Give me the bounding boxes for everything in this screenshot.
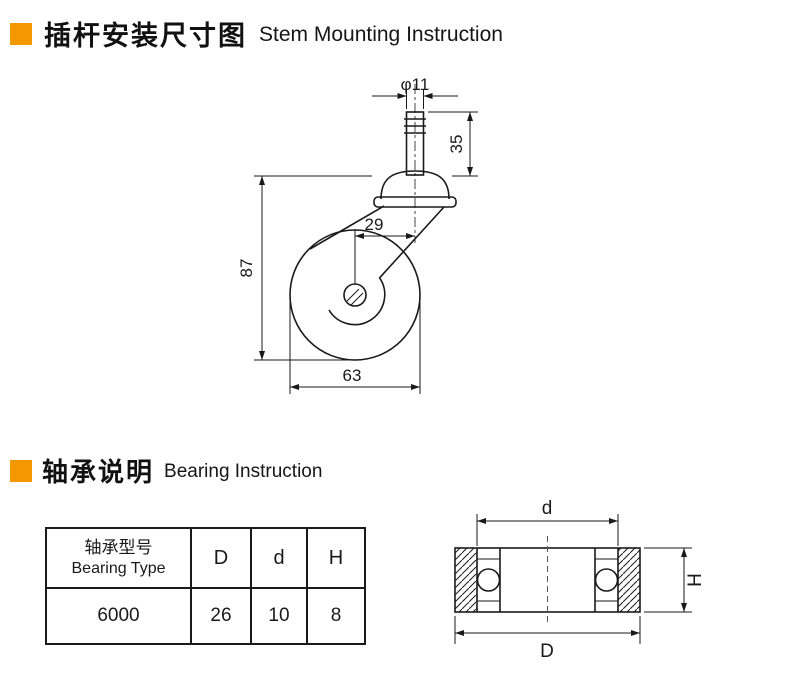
caster-drawing: φ11 35 29 87 63 [237,75,478,394]
dim-lines [428,111,478,177]
swivel-flange [373,196,457,208]
wheel-diameter-label: 63 [343,366,362,385]
bearing-section-header: 轴承说明 Bearing Instruction [10,452,322,489]
dim-stem-length: 35 [428,111,478,177]
arrowhead [455,630,464,636]
dim-lines [254,175,372,361]
overall-height-label: 87 [237,259,256,278]
outer-diameter-label: D [540,641,554,662]
bore-label: d [542,498,553,519]
cell-bore: 10 [250,587,308,645]
dim-offset: 29 [354,215,415,284]
bearing-spec-table: 轴承型号 Bearing Type D d H 6000 26 10 8 [45,527,366,645]
dim-lines [354,229,415,284]
header-width: H [306,527,366,589]
arrowhead [406,233,415,239]
table-header-row: 轴承型号 Bearing Type D d H [45,527,366,589]
arrowhead [290,384,299,390]
bearing-drawing: d D H [454,498,706,662]
arrowhead [467,112,473,121]
axle-hatch [346,288,364,306]
stem [405,111,425,176]
dim-lines [372,90,458,109]
arrowhead [397,93,407,99]
dim-lines [289,302,421,394]
bearing-section-title-en: Bearing Instruction [164,461,323,482]
race-shoulder-lines [477,558,618,602]
cell-bearing-type: 6000 [45,587,192,645]
outer-ring-hatch-left [455,548,477,612]
stem-section-header: 插杆安装尺寸图 Stem Mounting Instruction [10,14,503,53]
header-bearing-type: 轴承型号 Bearing Type [45,527,192,589]
header-outer-diameter: D [190,527,252,589]
header-bore: d [250,527,308,589]
dim-width: H [644,547,706,613]
dim-outer-diameter: D [454,616,641,662]
width-label: H [685,573,706,587]
arrowhead [355,233,364,239]
arrowhead [423,93,433,99]
orange-bullet-icon [10,459,32,482]
offset-label: 29 [365,215,384,234]
arrowhead [467,167,473,176]
bearing-type-header-en: Bearing Type [71,559,166,577]
dim-bore: d [476,498,619,546]
cell-outer-diameter: 26 [190,587,252,645]
dim-stem-diameter: φ11 [372,75,458,109]
dim-overall-height: 87 [237,175,372,361]
dim-lines [454,616,641,644]
fork-left-edge [309,205,385,250]
stem-diameter-label: φ11 [401,75,430,94]
arrowhead [681,548,687,557]
stem-thread-lines [404,118,426,134]
bearing-section-title-zh: 轴承说明 [42,457,155,487]
axle [343,283,367,307]
dim-wheel-diameter: 63 [289,302,421,394]
swivel-cap [380,170,450,200]
arrowhead [681,603,687,612]
stem-section-title-zh: 插杆安装尺寸图 [44,21,247,51]
fork-right-edge [328,206,445,326]
arrowhead [259,351,265,360]
bearing-ball-left [476,568,501,592]
arrowhead [411,384,420,390]
orange-bullet-icon [10,22,32,45]
stem-section-title-en: Stem Mounting Instruction [259,23,503,46]
bearing-type-header-zh: 轴承型号 [84,538,153,558]
arrowhead [631,630,640,636]
arrowhead [609,518,618,524]
dim-lines [476,514,619,546]
stem-length-label: 35 [447,135,466,154]
outer-ring-hatch-right [618,548,640,612]
arrowhead [259,176,265,185]
cell-width: 8 [306,587,366,645]
bearing-ball-right [594,568,619,592]
arrowhead [477,518,486,524]
table-data-row: 6000 26 10 8 [45,587,366,645]
